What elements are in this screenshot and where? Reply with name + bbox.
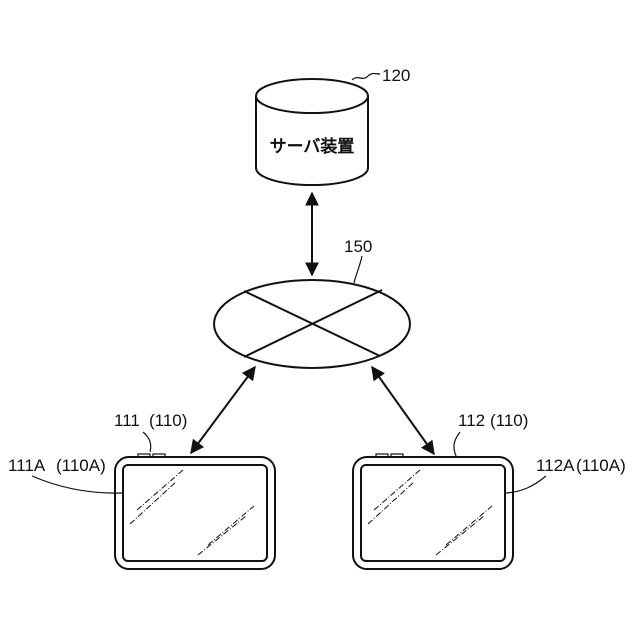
server-label: サーバ装置 <box>270 136 355 157</box>
terminal-left <box>115 454 275 569</box>
network-right-terminal-link-arrow <box>372 367 434 454</box>
server-cylinder-top <box>256 79 368 113</box>
terminal-right <box>353 454 513 569</box>
network-ref-leader <box>354 256 362 283</box>
network-ref-number: 150 <box>344 237 372 256</box>
terminal-left-ref-number: 111 <box>114 411 140 430</box>
terminal-left-ref-group: (110) <box>149 411 187 430</box>
terminal-right-ref-group: (110) <box>490 411 528 430</box>
terminal-right-ref-number: 112 <box>458 411 485 430</box>
terminal-left-screen-leader <box>32 476 122 493</box>
terminal-left-screen-ref: 111A <box>8 456 46 475</box>
network <box>214 280 410 368</box>
terminal-right-ref-leader <box>454 432 460 456</box>
terminal-left-screen-group: (110A) <box>56 456 106 475</box>
terminal-left-ref-leader <box>143 432 151 452</box>
server-ref-leader <box>352 74 380 81</box>
terminal-right-screen-ref: 112A <box>536 456 575 475</box>
terminal-right-screen-group: (110A) <box>576 456 626 475</box>
server-ref-number: 120 <box>382 66 410 85</box>
network-left-terminal-link-arrow <box>191 367 255 453</box>
server-device: サーバ装置 <box>256 79 368 185</box>
